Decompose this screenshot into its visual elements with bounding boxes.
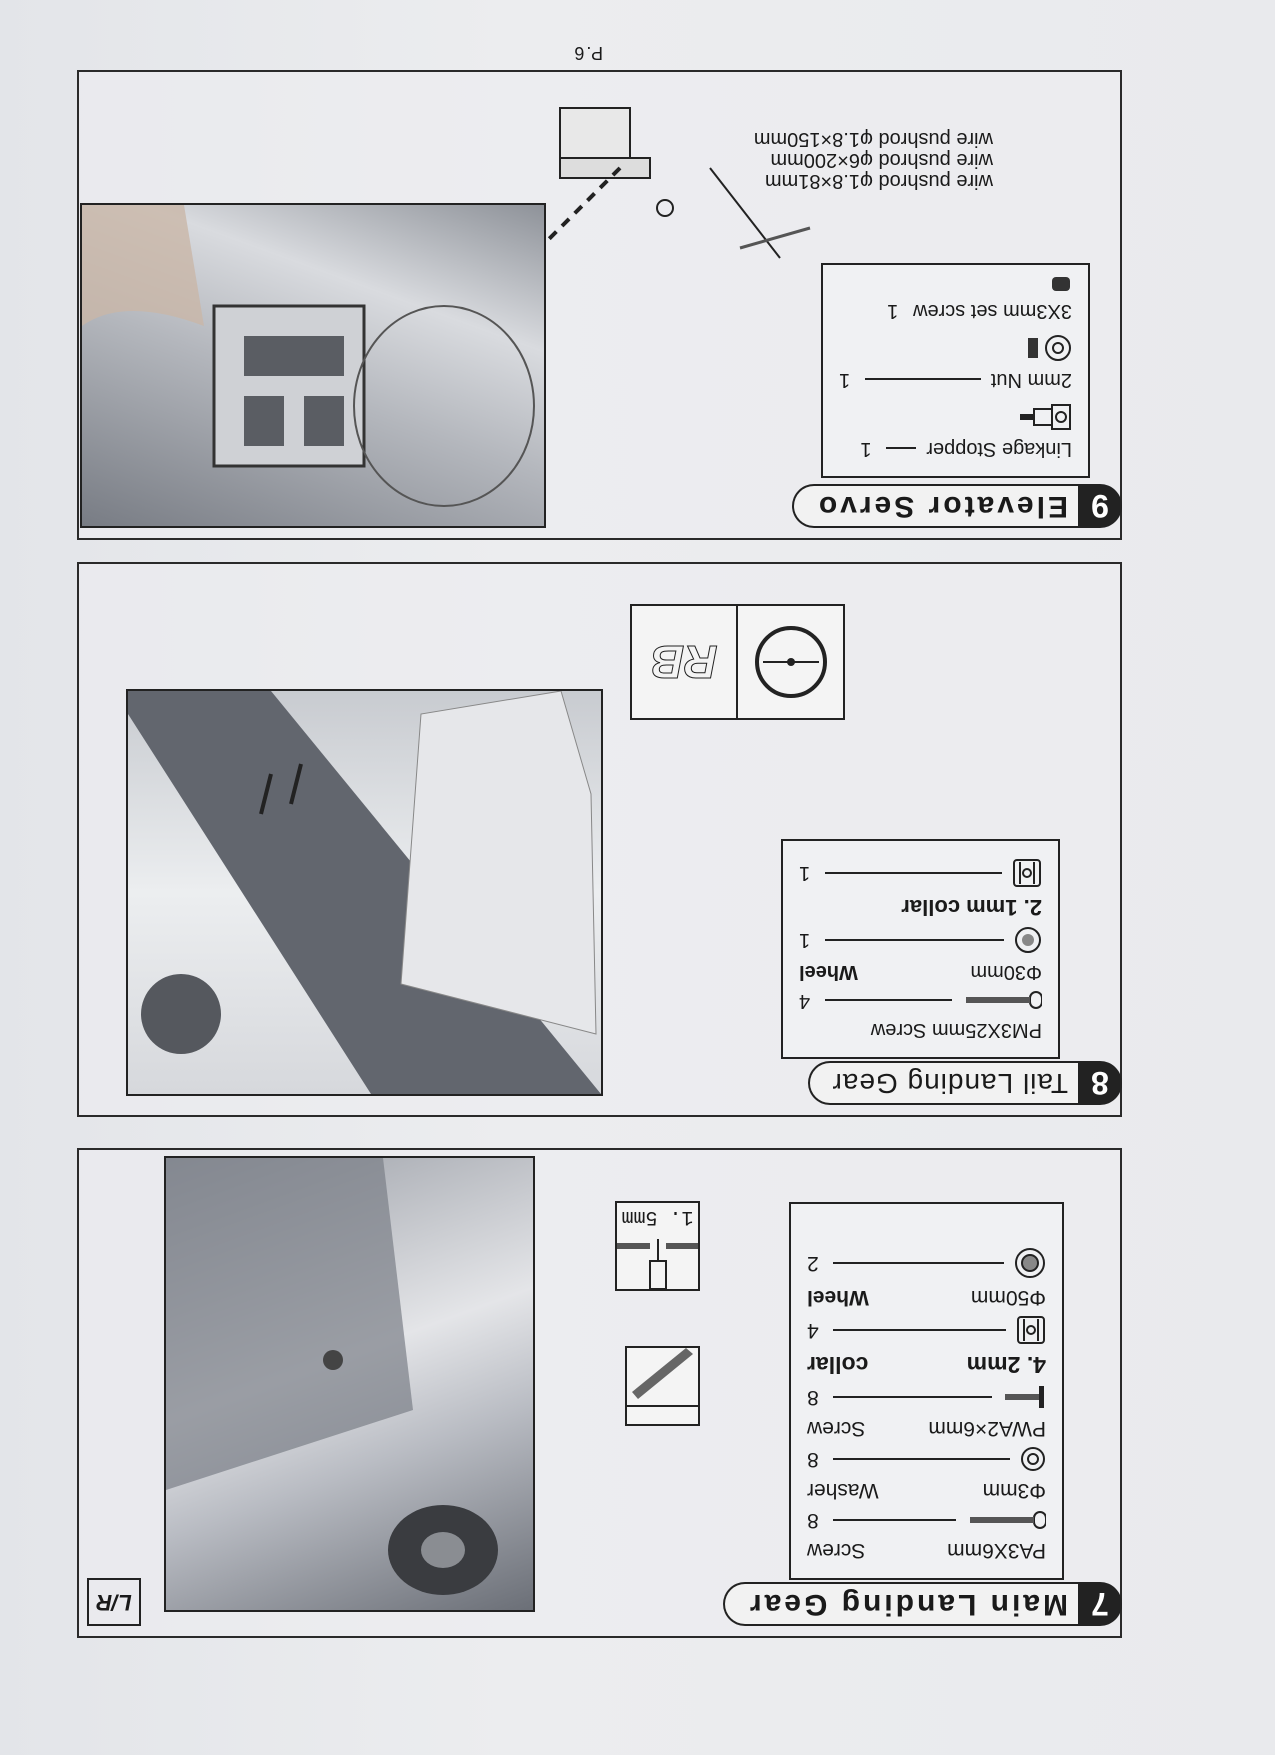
tail-gear-photo (126, 689, 603, 1096)
collar-icon (1017, 1316, 1045, 1344)
section-tail-landing-gear: 8 Tail Landing Gear PM3X25mm Screw 4 Φ30… (77, 562, 1122, 1117)
part-qty: 1 (839, 369, 851, 391)
part-name: 2. 1mm collar (901, 895, 1042, 920)
part-qty: 1 (887, 300, 899, 322)
side-badge: L/R (87, 1578, 141, 1626)
part-name: Φ30mm (970, 961, 1042, 983)
part-qty: 8 (807, 1448, 819, 1471)
part-name: Φ50mm (970, 1286, 1046, 1309)
part-qty: 4 (807, 1319, 819, 1342)
hole-detail: 1. 5mm (615, 1201, 700, 1291)
clip-detail-icon (627, 1348, 698, 1407)
hole-size-label: 1. 5mm (621, 1205, 694, 1228)
nut-icon (1028, 335, 1071, 361)
photo-illustration (82, 205, 535, 507)
parts-list: Linkage Stopper 1 2mm Nut 1 3X3mm set scre… (821, 263, 1090, 478)
part-qty: 1 (799, 929, 811, 952)
linkage-stopper-icon (1020, 404, 1071, 430)
part-qty: 4 (799, 990, 811, 1012)
part-qty: 2 (807, 1252, 819, 1275)
part-name: PWA2×6mm (928, 1417, 1046, 1440)
part-item: 4. 2mm collar 4 (807, 1315, 1046, 1378)
wheel-icon (1015, 927, 1041, 953)
part-type: Wheel (807, 1286, 869, 1309)
elevator-servo-photo (80, 203, 546, 528)
detail-box-group: RB (630, 604, 845, 720)
part-qty: 1 (799, 862, 811, 885)
part-type: Washer (807, 1479, 879, 1502)
clip-detail (625, 1346, 700, 1426)
part-qty: 8 (807, 1509, 819, 1532)
bracket-icon (754, 626, 827, 698)
part-type: Wheel (799, 961, 858, 983)
section-main-landing-gear: 7 Main Landing Gear L/R PA3X6mm Screw 8 Φ… (77, 1148, 1122, 1638)
collar-icon (1013, 859, 1041, 887)
part-name: 2mm Nut (990, 369, 1072, 391)
part-item: PA3X6mm Screw 8 (807, 1508, 1046, 1562)
parts-list: PM3X25mm Screw 4 Φ30mm Wheel 1 2. 1mm col… (781, 839, 1060, 1059)
part-item: 2mm Nut 1 (839, 368, 1072, 391)
small-screw-icon (1005, 1386, 1044, 1408)
part-type: Screw (807, 1417, 866, 1440)
step-number: 9 (1078, 484, 1122, 528)
washer-icon (1021, 1447, 1045, 1471)
part-item: Φ30mm Wheel 1 (799, 926, 1042, 983)
part-item: Φ50mm Wheel 2 (807, 1247, 1046, 1309)
part-item: Φ3mm Washer 8 (807, 1446, 1046, 1502)
drill-icon (617, 1239, 698, 1290)
photo-illustration (128, 690, 601, 1094)
step-title: Elevator Servo (791, 484, 1078, 528)
main-gear-photo (164, 1156, 535, 1612)
part-item: Linkage Stopper 1 (839, 437, 1072, 460)
rb-label: RB (651, 636, 718, 689)
part-name: Φ3mm (982, 1479, 1046, 1502)
part-name: 3X3mm set screw (913, 300, 1072, 322)
step-number: 8 (1078, 1061, 1122, 1105)
page-number: P.6 (572, 43, 603, 63)
section-title: 7 Main Landing Gear (722, 1582, 1122, 1626)
screw-icon (970, 1511, 1046, 1529)
photo-illustration (166, 1158, 498, 1595)
part-qty: 1 (860, 438, 872, 460)
part-item: PWA2×6mm Screw 8 (807, 1384, 1046, 1440)
part-name: 4. 2mm (966, 1352, 1046, 1378)
section-title: 9 Elevator Servo (791, 484, 1122, 528)
part-name: PA3X6mm (947, 1539, 1046, 1562)
step-title: Main Landing Gear (722, 1582, 1078, 1626)
part-item: 3X3mm set screw 1 (839, 299, 1072, 322)
section-title: 8 Tail Landing Gear (807, 1061, 1122, 1105)
set-screw-icon (1052, 277, 1070, 291)
section-elevator-servo: 9 Elevator Servo Linkage Stopper 1 2mm Nu… (77, 70, 1122, 540)
part-type: collar (807, 1352, 869, 1378)
part-item: 2. 1mm collar 1 (799, 858, 1042, 920)
part-name: Linkage Stopper (926, 438, 1072, 460)
part-type: Screw (807, 1539, 866, 1562)
step-number: 7 (1078, 1582, 1122, 1626)
wheel-icon (1015, 1248, 1045, 1278)
part-name: PM3X25mm Screw (870, 1019, 1042, 1041)
tailwheel-bracket-detail (736, 606, 843, 718)
part-item: PM3X25mm Screw 4 (799, 989, 1042, 1041)
screw-icon (966, 991, 1042, 1010)
servo-linkage-diagram (520, 107, 811, 270)
part-qty: 8 (807, 1386, 819, 1409)
step-title: Tail Landing Gear (807, 1061, 1078, 1105)
